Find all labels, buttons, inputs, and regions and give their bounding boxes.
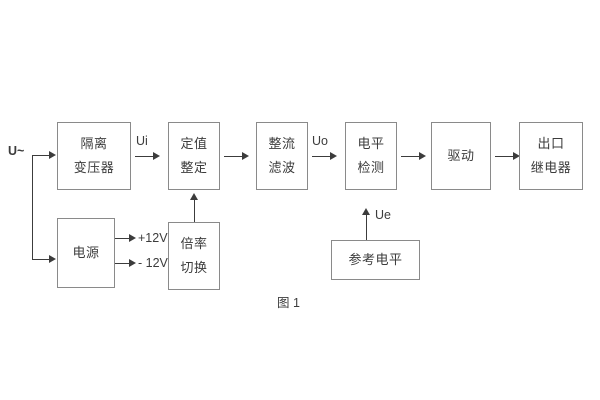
block-setting-value-line2: 整定: [180, 160, 208, 175]
power-pos12v-arrow: [129, 234, 136, 242]
input-bus-vertical-line: [32, 155, 33, 259]
block-output-relay-line2: 继电器: [530, 160, 572, 175]
rectify-to-level-arrow: [330, 152, 337, 160]
transformer-to-setting-line: [135, 156, 155, 157]
block-rectify-filter-line1: 整流: [268, 135, 296, 151]
block-multiplier-switch-line1: 倍率: [180, 235, 208, 251]
ui-signal-label: Ui: [136, 134, 148, 148]
setting-to-rectify-line: [224, 156, 244, 157]
input-branch-to-power-supply-arrow: [49, 255, 56, 263]
block-power-supply-line1: 电源: [72, 244, 100, 260]
level-to-drive-arrow: [419, 152, 426, 160]
rectify-to-level-line: [312, 156, 332, 157]
transformer-to-setting-arrow: [153, 152, 160, 160]
multiplier-to-setting-line: [194, 198, 195, 222]
block-power-supply[interactable]: 电源: [57, 218, 115, 288]
block-isolation-transformer-line1: 隔离: [80, 135, 108, 151]
uo-signal-label: Uo: [312, 134, 328, 148]
figure-caption: 图 1: [277, 296, 300, 310]
drive-to-relay-arrow: [513, 152, 520, 160]
setting-to-rectify-arrow: [242, 152, 249, 160]
power-pos12v-line: [115, 238, 131, 239]
block-level-detect-line2: 检测: [357, 160, 385, 175]
block-isolation-transformer-line2: 变压器: [73, 160, 115, 175]
multiplier-to-setting-arrow: [190, 193, 198, 200]
block-multiplier-switch[interactable]: 倍率 切换: [168, 222, 220, 290]
block-level-detect-line1: 电平: [357, 135, 385, 151]
block-rectify-filter-line2: 滤波: [268, 160, 296, 175]
block-setting-value[interactable]: 定值 整定: [168, 122, 220, 190]
ue-signal-label: Ue: [375, 208, 391, 222]
block-drive[interactable]: 驱动: [431, 122, 491, 190]
input-signal-label: U~: [8, 144, 25, 158]
block-reference-level-line1: 参考电平: [348, 251, 403, 267]
power-neg12v-line: [115, 263, 131, 264]
block-rectify-filter[interactable]: 整流 滤波: [256, 122, 308, 190]
block-output-relay[interactable]: 出口 继电器: [519, 122, 583, 190]
reference-to-level-line: [366, 213, 367, 240]
block-level-detect[interactable]: 电平 检测: [345, 122, 397, 190]
block-isolation-transformer[interactable]: 隔离 变压器: [57, 122, 131, 190]
level-to-drive-line: [401, 156, 421, 157]
block-setting-value-line1: 定值: [180, 135, 208, 151]
reference-to-level-arrow: [362, 208, 370, 215]
pos12v-label: +12V: [138, 231, 168, 245]
input-branch-to-power-supply-line: [32, 259, 51, 260]
block-multiplier-switch-line2: 切换: [180, 260, 208, 275]
block-reference-level[interactable]: 参考电平: [331, 240, 420, 280]
input-branch-to-transformer-arrow: [49, 151, 56, 159]
drive-to-relay-line: [495, 156, 515, 157]
block-output-relay-line1: 出口: [537, 135, 565, 151]
input-branch-to-transformer-line: [32, 155, 51, 156]
power-neg12v-arrow: [129, 259, 136, 267]
neg12v-label: - 12V: [138, 256, 168, 270]
block-drive-line1: 驱动: [447, 147, 475, 163]
